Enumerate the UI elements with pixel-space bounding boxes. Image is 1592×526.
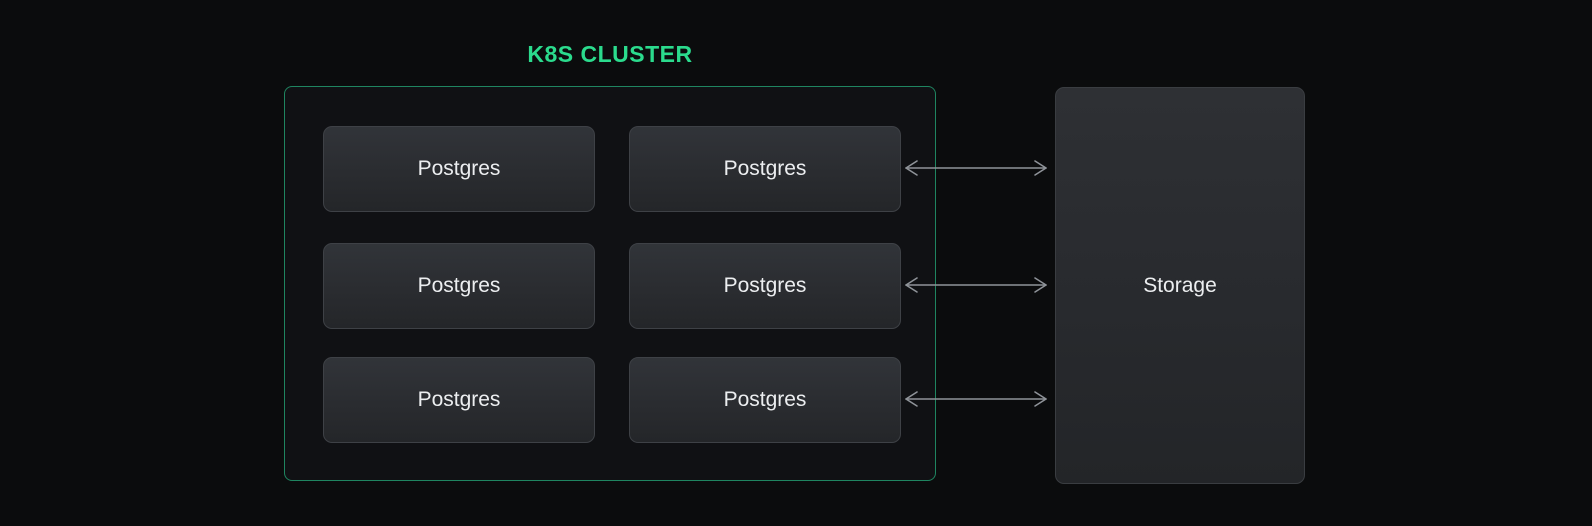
- postgres-node-label: Postgres: [417, 388, 501, 411]
- postgres-node-label: Postgres: [723, 157, 807, 180]
- postgres-node: Postgres: [323, 357, 595, 443]
- postgres-node: Postgres: [323, 126, 595, 212]
- postgres-node-label: Postgres: [723, 274, 807, 297]
- cluster-title: K8S CLUSTER: [527, 41, 693, 67]
- postgres-node-label: Postgres: [723, 388, 807, 411]
- postgres-node-label: Postgres: [417, 157, 501, 180]
- storage-node: Storage: [1055, 87, 1305, 484]
- postgres-node: Postgres: [629, 243, 901, 329]
- postgres-node-label: Postgres: [417, 274, 501, 297]
- postgres-node: Postgres: [323, 243, 595, 329]
- k8s-cluster-container: Postgres Postgres Postgres Postgres Post…: [284, 86, 936, 481]
- storage-node-label: Storage: [1143, 273, 1217, 297]
- postgres-node: Postgres: [629, 126, 901, 212]
- postgres-node: Postgres: [629, 357, 901, 443]
